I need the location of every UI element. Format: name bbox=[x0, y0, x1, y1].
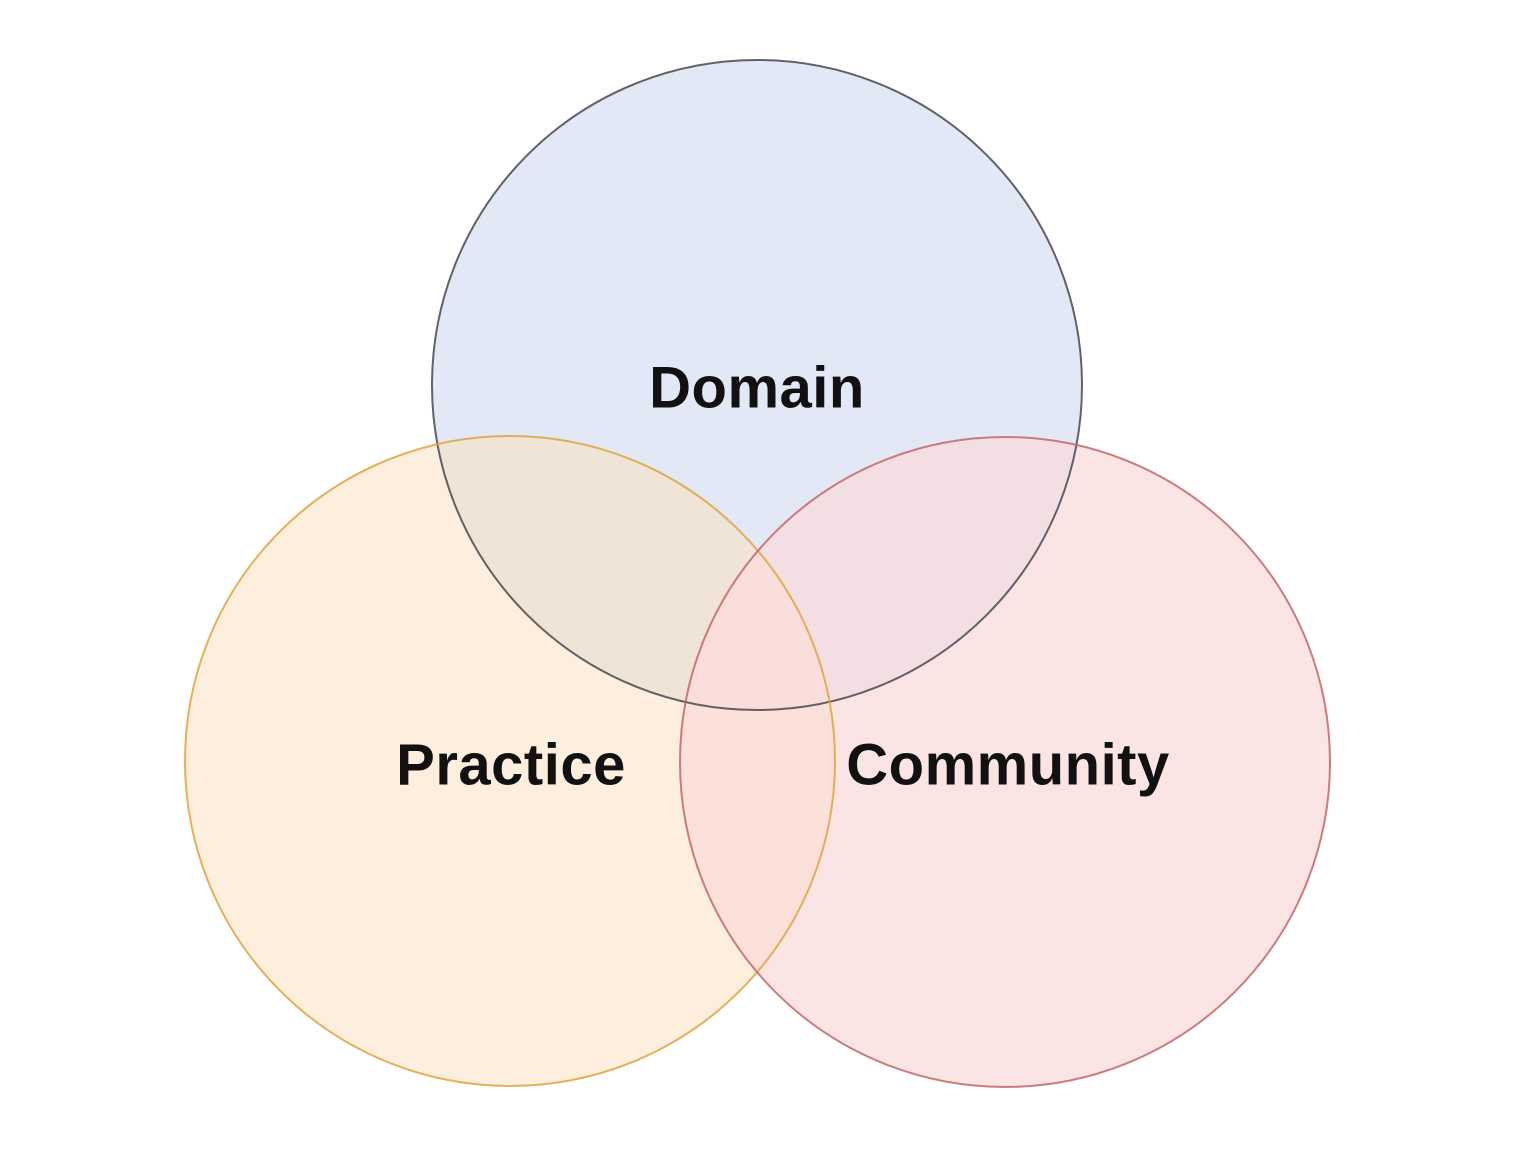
practice-label: Practice bbox=[396, 733, 626, 798]
overlap-domain-community-region bbox=[680, 437, 1082, 710]
practice-circle-outline bbox=[184, 435, 836, 1087]
domain-label: Domain bbox=[649, 356, 865, 421]
overlap-domain-community bbox=[680, 437, 1082, 710]
domain-circle-outline bbox=[431, 59, 1083, 711]
overlap-domain-practice-region bbox=[432, 436, 835, 710]
community-circle-outline bbox=[679, 436, 1331, 1088]
community-label: Community bbox=[846, 733, 1170, 798]
overlap-domain-practice bbox=[432, 436, 835, 710]
